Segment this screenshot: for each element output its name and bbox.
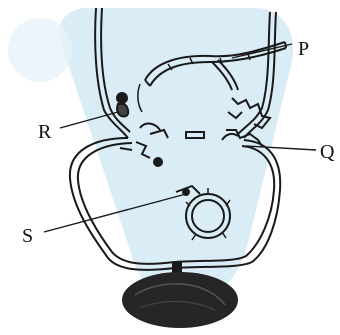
- label-q: Q: [320, 141, 335, 163]
- label-r: R: [38, 121, 52, 143]
- structure-r: [117, 93, 128, 116]
- label-p: P: [298, 38, 309, 60]
- label-s: S: [22, 225, 33, 247]
